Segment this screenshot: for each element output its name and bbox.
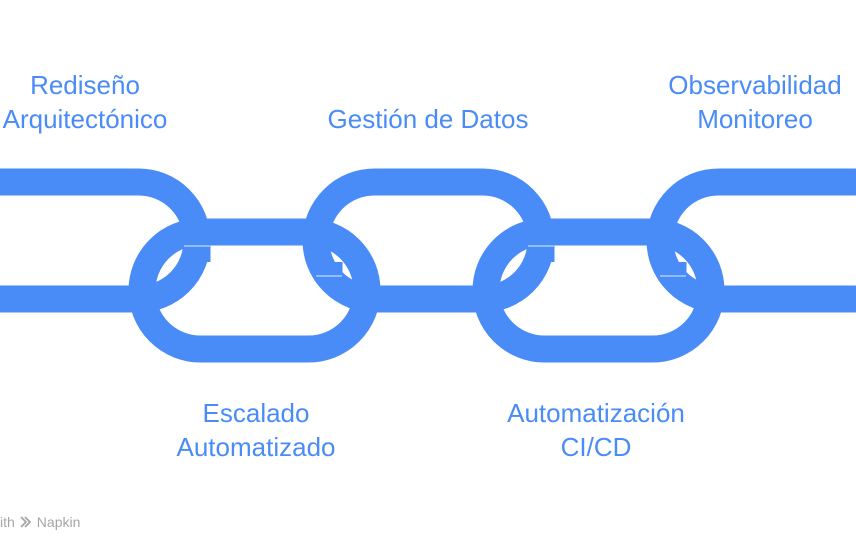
label-line: Escalado [202,398,310,428]
label-line: Rediseño [30,70,140,100]
label-line: CI/CD [560,432,632,462]
label-line: Automatizado [176,432,336,462]
label-gestion-datos: Gestión de Datos [298,102,558,136]
label-line: Arquitectónico [2,104,168,134]
napkin-logo-icon [19,515,33,529]
chain-link-4 [472,218,725,363]
label-line: Monitoreo [697,104,813,134]
label-line: Gestión de Datos [327,104,529,134]
label-automatizacion-cicd: Automatización CI/CD [476,396,716,464]
label-observabilidad-monitoreo: Observabilidad Monitoreo [650,68,856,136]
label-escalado-automatizado: Escalado Automatizado [146,396,366,464]
label-line: Observabilidad [668,70,842,100]
label-line: Automatización [507,398,685,428]
chain-link-2 [128,218,381,363]
napkin-watermark: ith Napkin [0,512,80,532]
watermark-brand: Napkin [36,514,81,530]
label-rediseno-arquitectonico: Rediseño Arquitectónico [0,68,180,136]
watermark-prefix: ith [0,514,15,530]
